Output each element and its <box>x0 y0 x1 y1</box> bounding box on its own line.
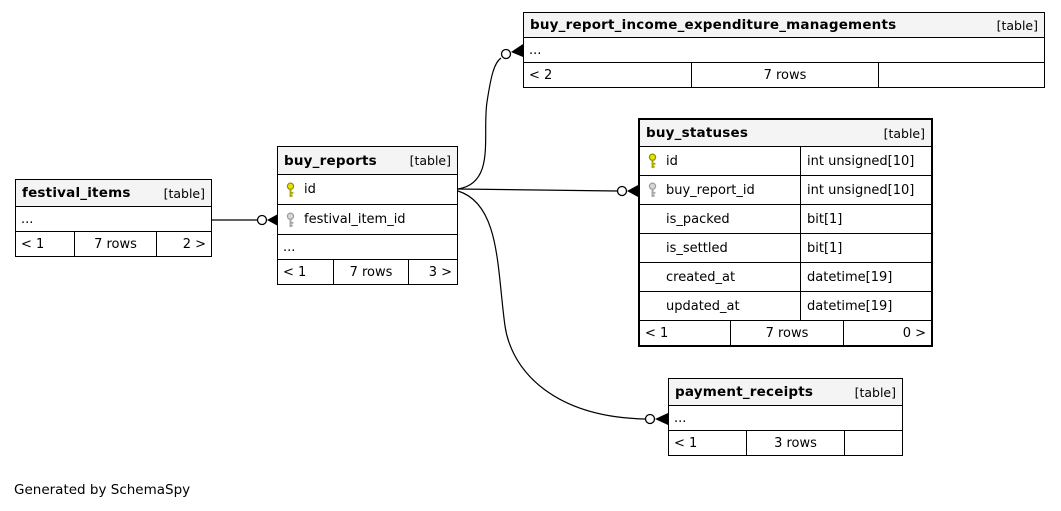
footer-parent-count: < 2 <box>529 67 553 83</box>
column-row-is_settled: is_settled bit[1] <box>640 234 931 263</box>
footer-row-count: 7 rows <box>333 260 408 284</box>
column-row-is_packed: is_packed bit[1] <box>640 205 931 234</box>
table-type-tag: [table] <box>883 125 925 141</box>
column-name: id <box>304 182 316 197</box>
footer-child-count: 2 > <box>156 232 211 256</box>
table-footer: < 1 7 rows 0 > <box>640 321 931 345</box>
table-footer: < 1 7 rows 2 > <box>16 232 211 256</box>
table-footer: < 1 7 rows 3 > <box>278 260 457 284</box>
footer-row-count: 3 rows <box>746 431 844 455</box>
table-buy_report_income_expenditure_managements[interactable]: buy_report_income_expenditure_management… <box>523 12 1045 88</box>
primary-key-icon <box>646 153 659 169</box>
column-row-created_at: created_at datetime[19] <box>640 263 931 292</box>
column-row-updated_at: updated_at datetime[19] <box>640 292 931 321</box>
table-header: buy_report_income_expenditure_management… <box>524 13 1044 38</box>
footer-parent-count: < 1 <box>645 325 669 341</box>
column-name: is_packed <box>666 211 730 227</box>
column-type: bit[1] <box>800 234 931 262</box>
footer-child-count <box>878 63 1044 87</box>
table-type-tag: [table] <box>854 384 896 400</box>
primary-key-icon <box>284 181 297 198</box>
footer-child-count <box>844 431 902 455</box>
table-title[interactable]: payment_receipts <box>675 384 814 400</box>
table-buy_statuses[interactable]: buy_statuses [table] id int unsigned[10]… <box>638 118 933 347</box>
column-name: is_settled <box>666 240 728 256</box>
table-payment_receipts[interactable]: payment_receipts [table] ... < 1 3 rows <box>668 378 903 456</box>
table-title[interactable]: buy_reports <box>284 152 377 169</box>
table-header: buy_reports [table] <box>278 147 457 175</box>
table-footer: < 1 3 rows <box>669 431 902 455</box>
elided-columns-row: ... <box>669 406 902 431</box>
elided-columns-row: ... <box>278 235 457 260</box>
column-row-id: id <box>278 175 457 205</box>
table-title[interactable]: buy_statuses <box>646 125 749 141</box>
column-row-buy_report_id: buy_report_id int unsigned[10] <box>640 176 931 205</box>
table-type-tag: [table] <box>163 185 205 201</box>
column-name: updated_at <box>666 298 740 314</box>
column-name: buy_report_id <box>666 182 755 198</box>
column-type: int unsigned[10] <box>800 176 931 204</box>
column-type: bit[1] <box>800 205 931 233</box>
column-type: datetime[19] <box>800 263 931 291</box>
footer-row-count: 7 rows <box>691 63 878 87</box>
column-type: int unsigned[10] <box>800 147 931 175</box>
table-title[interactable]: buy_report_income_expenditure_management… <box>530 17 897 33</box>
column-row-id: id int unsigned[10] <box>640 147 931 176</box>
table-header: festival_items [table] <box>16 180 211 207</box>
foreign-key-icon <box>646 182 659 198</box>
footer-child-count: 0 > <box>843 321 931 345</box>
column-row-festival_item_id: festival_item_id <box>278 205 457 235</box>
elided-columns-row: ... <box>16 207 211 232</box>
column-name: festival_item_id <box>304 212 406 227</box>
rel-festival_items-to-buy_reports <box>212 214 278 226</box>
table-footer: < 2 7 rows <box>524 63 1044 87</box>
footer-parent-count: < 1 <box>21 236 45 252</box>
generator-caption: Generated by SchemaSpy <box>14 482 191 498</box>
foreign-key-icon <box>284 211 297 228</box>
column-name: created_at <box>666 269 736 285</box>
column-name: id <box>666 153 678 169</box>
table-header: payment_receipts [table] <box>669 379 902 406</box>
table-buy_reports[interactable]: buy_reports [table] id festival_item_id … <box>277 146 458 285</box>
rel-buy_reports-to-buy_statuses <box>457 185 638 197</box>
column-type: datetime[19] <box>800 292 931 320</box>
table-type-tag: [table] <box>409 153 451 168</box>
table-title[interactable]: festival_items <box>22 185 131 201</box>
rel-buy_reports-to-payment_receipts <box>457 190 668 425</box>
table-header: buy_statuses [table] <box>640 120 931 147</box>
table-type-tag: [table] <box>996 17 1038 33</box>
footer-child-count: 3 > <box>408 260 457 284</box>
elided-columns-row: ... <box>524 38 1044 63</box>
footer-row-count: 7 rows <box>730 321 843 345</box>
footer-parent-count: < 1 <box>283 264 307 280</box>
footer-parent-count: < 1 <box>674 435 698 451</box>
footer-row-count: 7 rows <box>74 232 156 256</box>
table-festival_items[interactable]: festival_items [table] ... < 1 7 rows 2 … <box>15 179 212 257</box>
rel-buy_reports-to-buy_report_income_expenditure_managements <box>457 44 523 190</box>
